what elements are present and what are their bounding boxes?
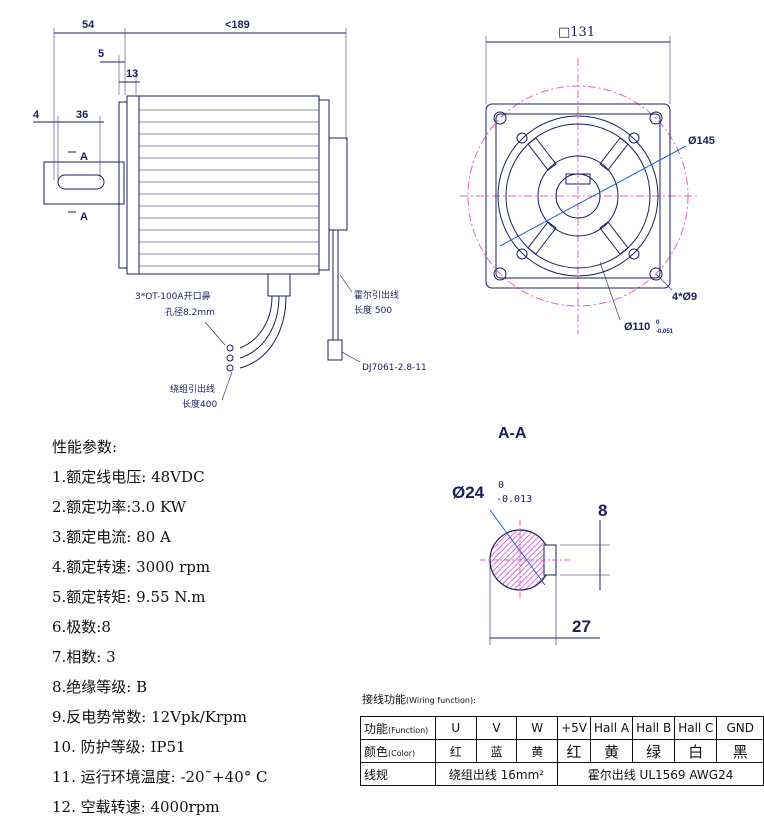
wiring-row-color: 颜色(Color) 红 蓝 黄 红 黄 绿 白 黑 (360, 739, 764, 763)
color-cell: 白 (674, 739, 718, 763)
color-cell: 蓝 (475, 739, 518, 763)
dim-diameter-24-tol-lower: -0.013 (496, 494, 532, 505)
function-label-en: (Function) (388, 725, 429, 735)
function-cell: W (516, 716, 559, 740)
color-label: 颜色 (364, 744, 389, 759)
dim-diameter-110-tol-lower: -0.051 (656, 329, 674, 335)
spec-item: 1.额定线电压: 48VDC (52, 468, 205, 486)
dim-key-8: 8 (598, 501, 607, 520)
dim-diameter-110-tol-upper: 0 (656, 320, 660, 326)
wiring-row-function-header: 功能(Function) (360, 716, 436, 740)
winding-note-line2: 长度400 (182, 398, 217, 410)
wiring-title-en: (Wiring function): (406, 696, 476, 705)
color-cell: 红 (557, 739, 592, 763)
dim-holes: 4*Ø9 (672, 291, 697, 303)
spec-item: 5.额定转矩: 9.55 N.m (52, 588, 206, 606)
hall-connector-note: DJ7061-2.8-11 (362, 363, 427, 373)
function-label: 功能 (364, 721, 389, 736)
dim-5: 5 (98, 48, 104, 60)
spec-item: 9.反电势常数: 12Vpk/Krpm (52, 708, 248, 726)
section-mark-a-top: A (80, 151, 88, 163)
function-cell: Hall B (632, 716, 676, 740)
dim-diameter-145: Ø145 (688, 135, 715, 147)
dim-square-131: □131 (558, 25, 595, 40)
spec-title: 性能参数: (52, 438, 118, 456)
color-cell: 绿 (632, 739, 676, 763)
dim-13: 13 (126, 68, 138, 80)
color-label-en: (Color) (388, 748, 416, 758)
dim-key-27: 27 (572, 617, 591, 636)
shaft-section (480, 509, 610, 645)
color-cell: 黑 (716, 739, 764, 763)
hall-note-line2: 长度 500 (354, 304, 392, 316)
function-cell: U (434, 716, 477, 740)
spec-item: 2.额定功率:3.0 KW (52, 498, 187, 516)
wiring-row-spec: 线规 绕组出线 16mm² 霍尔出线 UL1569 AWG24 (360, 762, 764, 786)
section-mark-a-bottom: A (80, 211, 88, 223)
color-cell: 红 (434, 739, 477, 763)
color-cell: 黄 (516, 739, 559, 763)
dim-diameter-110: Ø110 (624, 321, 650, 333)
function-cell: Hall A (590, 716, 634, 740)
spec-item: 3.额定电流: 80 A (52, 528, 171, 546)
spec-item: 8.绝缘等级: B (52, 678, 148, 696)
color-cell: 黄 (590, 739, 634, 763)
dim-diameter-24: Ø24 (452, 483, 485, 502)
wiring-title: 接线功能(Wiring function): (362, 691, 476, 707)
front-view (460, 36, 700, 334)
function-cell: GND (716, 716, 764, 740)
spec-item: 12. 空载转速: 4000rpm (52, 798, 220, 816)
wiring-title-cn: 接线功能 (362, 693, 406, 706)
spec-hall-cell: 霍尔出线 UL1569 AWG24 (557, 762, 764, 786)
spec-item: 4.额定转速: 3000 rpm (52, 558, 211, 576)
connector-note-line1: 3*OT-100A开口鼻 (135, 290, 211, 302)
wiring-row-function: 功能(Function) U V W +5V Hall A Hall B Hal… (360, 716, 764, 740)
wiring-table: 功能(Function) U V W +5V Hall A Hall B Hal… (360, 716, 764, 786)
dim-36: 36 (76, 109, 88, 121)
spec-winding-cell: 绕组出线 16mm² (434, 762, 559, 786)
hall-note-line1: 霍尔引出线 (354, 289, 399, 301)
spec-item: 11. 运行环境温度: -20˜+40° C (52, 768, 268, 786)
spec-item: 10. 防护等级: IP51 (52, 738, 186, 756)
dim-4: 4 (33, 109, 40, 121)
dim-54: 54 (82, 19, 95, 31)
dim-diameter-24-tol-upper: 0 (498, 480, 504, 491)
wiring-row-spec-header: 线规 (360, 762, 436, 786)
function-cell: V (475, 716, 518, 740)
function-cell: Hall C (674, 716, 718, 740)
spec-item: 6.极数:8 (52, 618, 111, 636)
dim-189: <189 (225, 19, 250, 31)
spec-item: 7.相数: 3 (52, 648, 116, 666)
side-view (33, 28, 361, 401)
function-cell: +5V (557, 716, 592, 740)
wiring-row-color-header: 颜色(Color) (360, 739, 436, 763)
section-title: A-A (498, 425, 527, 442)
connector-note-line2: 孔径8.2mm (165, 306, 215, 318)
winding-note-line1: 绕组引出线 (170, 383, 215, 395)
